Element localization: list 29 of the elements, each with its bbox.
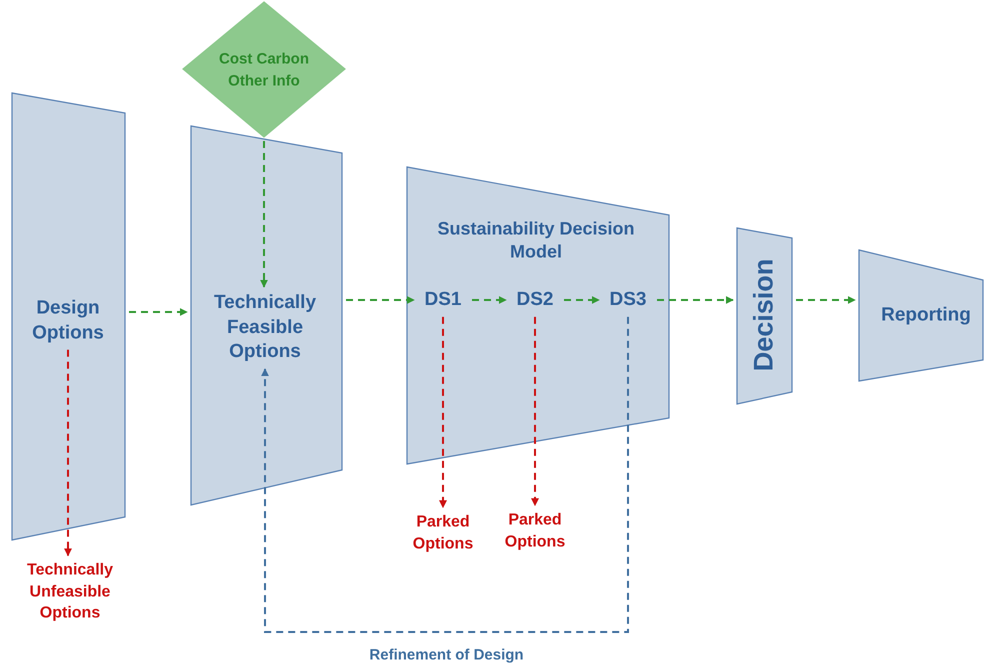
design-options-panel bbox=[12, 93, 125, 540]
arrow bbox=[129, 308, 188, 316]
arrow bbox=[564, 296, 600, 304]
vertical-title: Decision bbox=[747, 258, 780, 372]
input-diamond bbox=[183, 2, 345, 137]
arrow bbox=[261, 316, 629, 633]
stage-label: DS1 bbox=[418, 287, 468, 313]
arrow bbox=[796, 296, 856, 304]
panel-title: Reporting bbox=[880, 304, 972, 328]
decision-panel bbox=[737, 228, 792, 404]
panel-title: Cost Carbon Other Info bbox=[218, 49, 310, 91]
outcome-label: Technically Unfeasible Options bbox=[11, 560, 129, 624]
reporting-panel bbox=[859, 250, 983, 381]
panel-title: Sustainability Decision Model bbox=[436, 218, 636, 264]
outcome-label: Parked Options bbox=[495, 509, 575, 553]
arrow bbox=[657, 296, 734, 304]
stage-label: DS2 bbox=[510, 287, 560, 313]
panel-title: Design Options bbox=[31, 296, 105, 345]
arrow bbox=[346, 296, 415, 304]
decision-model-panel bbox=[407, 167, 669, 464]
arrow bbox=[439, 316, 447, 508]
arrow bbox=[531, 316, 539, 506]
panel-title: Technically Feasible Options bbox=[212, 290, 318, 364]
feasible-options-panel bbox=[191, 126, 342, 505]
stage-label: DS3 bbox=[603, 287, 653, 313]
arrow bbox=[260, 141, 268, 288]
arrow bbox=[64, 350, 72, 556]
arrow bbox=[472, 296, 507, 304]
outcome-label: Parked Options bbox=[403, 511, 483, 555]
